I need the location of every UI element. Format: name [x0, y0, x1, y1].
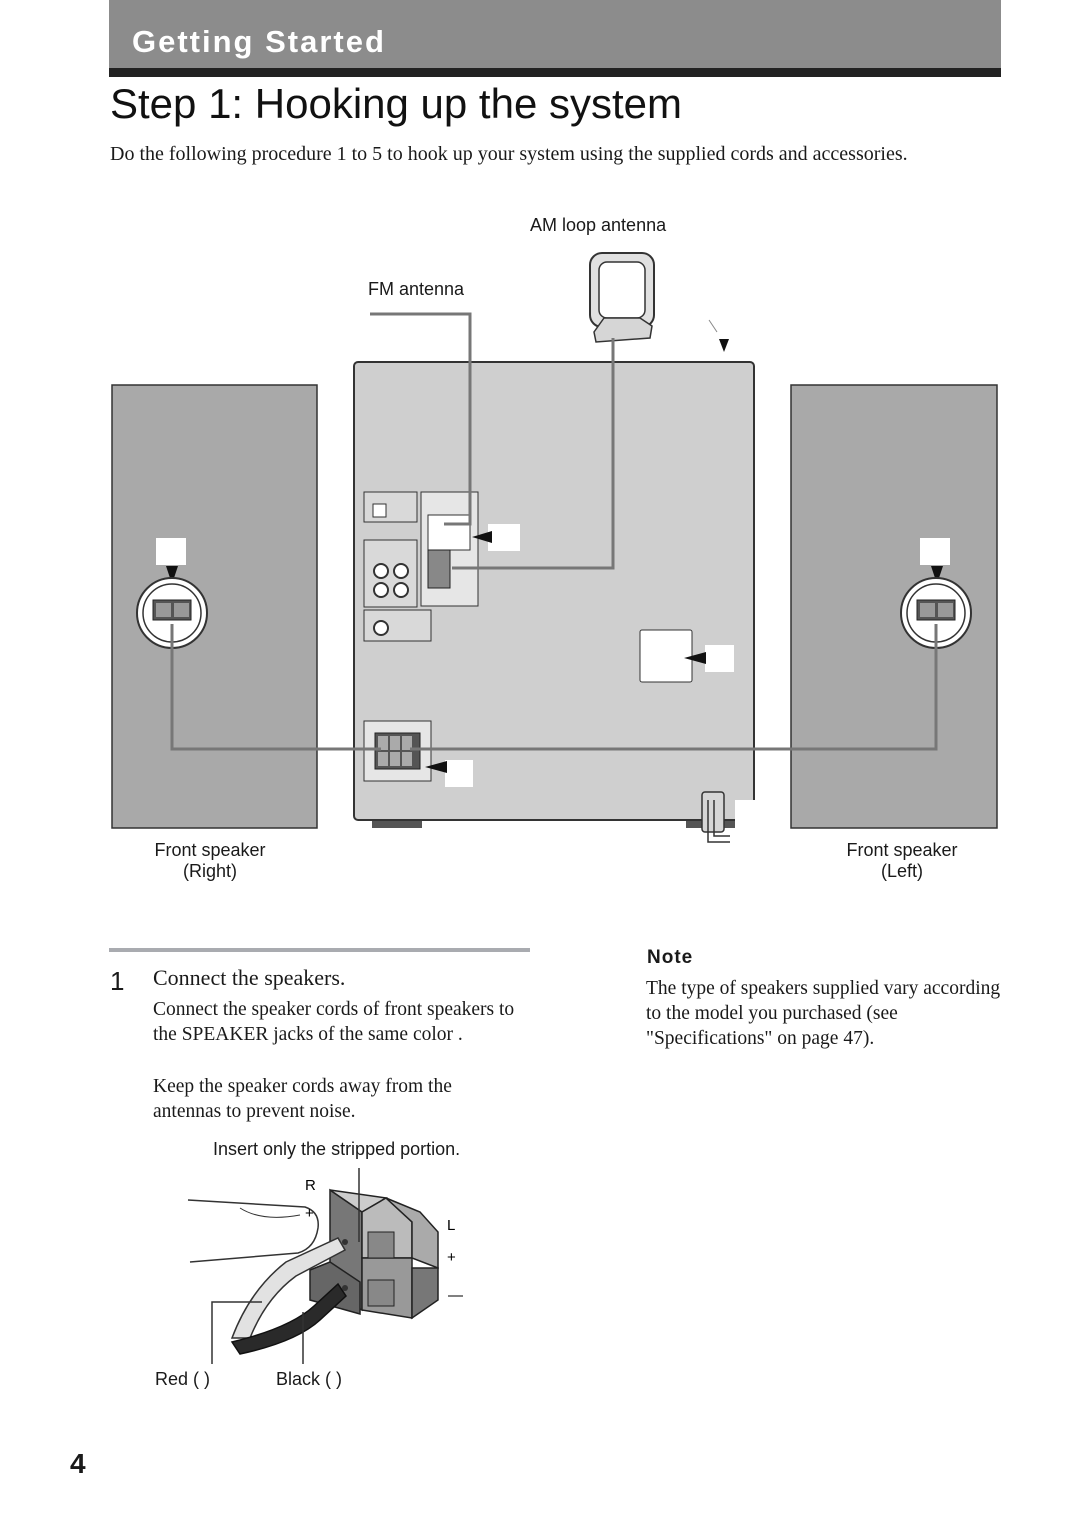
- terminal-label-l: L: [447, 1217, 455, 1234]
- intro-paragraph: Do the following procedure 1 to 5 to hoo…: [110, 143, 908, 165]
- wire-black-label: Black ( ): [276, 1369, 343, 1389]
- speaker-right-side: (Right): [182, 861, 237, 881]
- step-divider: [109, 948, 530, 952]
- section-header-rule: [109, 68, 1001, 77]
- speaker-right-label: Front speaker: [154, 840, 266, 860]
- front-speaker-right: [111, 384, 318, 829]
- page-title: Step 1: Hooking up the system: [110, 80, 682, 127]
- step-number: 1: [110, 966, 125, 996]
- am-antenna-label: AM loop antenna: [530, 215, 667, 235]
- terminal-label-plus-2: +: [447, 1249, 456, 1266]
- wire-insertion-illustration: [187, 1168, 439, 1364]
- step-heading: Connect the speakers.: [153, 965, 346, 990]
- insert-caption: Insert only the stripped portion.: [213, 1139, 461, 1159]
- fm-antenna-label: FM antenna: [368, 279, 465, 299]
- main-unit-rear-panel: [353, 361, 757, 843]
- note-heading: Note: [647, 947, 694, 968]
- terminal-label-plus: +: [305, 1205, 314, 1222]
- section-header-band: [109, 0, 1001, 68]
- speaker-left-label: Front speaker: [846, 840, 958, 860]
- am-loop-antenna: [589, 252, 729, 352]
- wire-red-label: Red ( ): [155, 1369, 211, 1389]
- step-instruction: Connect the speaker cords of front speak…: [153, 999, 515, 1045]
- connection-wires: [170, 312, 938, 751]
- page-number: 4: [70, 1448, 86, 1479]
- note-text: The type of speakers supplied vary accor…: [646, 978, 1001, 1049]
- front-speaker-left: [790, 384, 998, 829]
- terminal-label-minus: —: [448, 1287, 463, 1304]
- section-title: Getting Started: [132, 24, 386, 59]
- speaker-left-side: (Left): [880, 861, 923, 881]
- terminal-label-r: R: [305, 1177, 316, 1194]
- step-instruction-note: Keep the speaker cords away from the ant…: [153, 1076, 452, 1122]
